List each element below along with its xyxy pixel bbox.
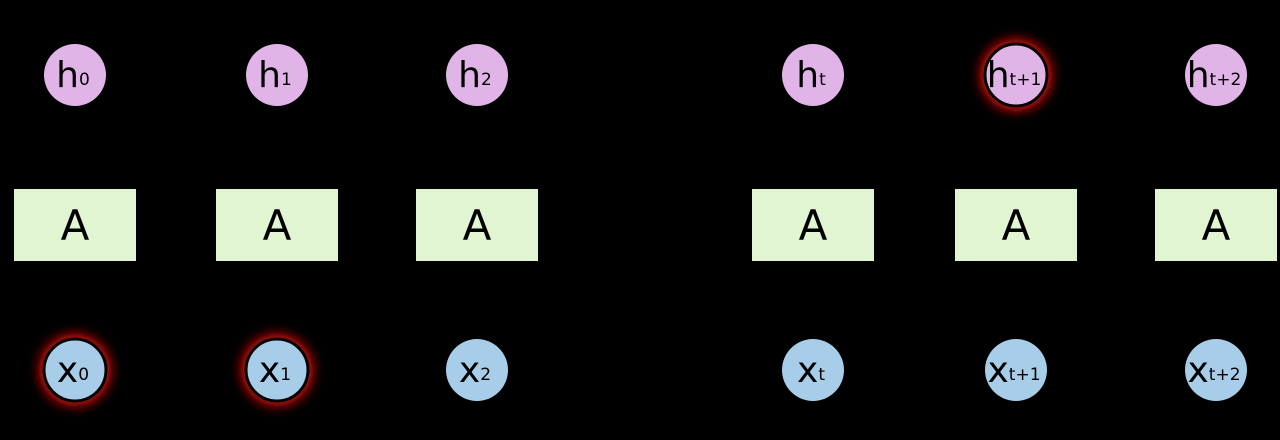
rnn-cell: A (14, 189, 136, 261)
input-label: xt+2 (1187, 350, 1240, 391)
rnn-cell-label: A (463, 201, 492, 250)
hidden-state-label-base: h (56, 55, 79, 96)
hidden-state-label: h0 (56, 55, 90, 96)
input-label: x0 (57, 350, 89, 391)
hidden-state-circle (1185, 44, 1247, 106)
hidden-state-label: h2 (458, 55, 492, 96)
rnn-cell-box (1155, 189, 1277, 261)
input-circle (782, 339, 844, 401)
input-label-base: x (797, 350, 818, 391)
input-node: xt+1 (985, 339, 1047, 401)
input-circle (1185, 339, 1247, 401)
input-node: xt (782, 339, 844, 401)
input-label-subscript: 0 (78, 365, 89, 385)
rnn-cell-box (14, 189, 136, 261)
rnn-cell-label: A (1202, 201, 1231, 250)
hidden-state-label-subscript: t+1 (1010, 70, 1042, 90)
rnn-cell: A (955, 189, 1077, 261)
hidden-state-label-subscript: 0 (79, 70, 90, 90)
input-circle (244, 337, 310, 403)
hidden-state-node: h2 (446, 44, 508, 106)
hidden-state-label-subscript: t+2 (1210, 70, 1242, 90)
input-label-subscript: t+2 (1209, 365, 1241, 385)
input-node: xt+2 (1185, 339, 1247, 401)
input-label: xt (797, 350, 825, 391)
input-label-subscript: 1 (280, 365, 291, 385)
hidden-state-label: ht+1 (987, 55, 1042, 96)
connector-layer (73, 105, 1021, 339)
input-label-base: x (259, 350, 280, 391)
hidden-state-label-base: h (796, 55, 819, 96)
hidden-state-node: h1 (246, 44, 308, 106)
input-label: x2 (459, 350, 491, 391)
hidden-state-node: ht (782, 44, 844, 106)
hidden-state-circle (983, 42, 1049, 108)
rnn-cell-box (955, 189, 1077, 261)
rnn-cell-box (416, 189, 538, 261)
hidden-state-label-base: h (458, 55, 481, 96)
input-label-base: x (57, 350, 78, 391)
input-label-base: x (1187, 350, 1208, 391)
hidden-state-circle (246, 44, 308, 106)
input-label-base: x (459, 350, 480, 391)
input-label-subscript: t (818, 365, 825, 385)
input-node: x0 (42, 337, 108, 403)
hidden-state-label-base: h (1187, 55, 1210, 96)
input-circle (42, 337, 108, 403)
input-circle (446, 339, 508, 401)
hidden-state-label-subscript: t (819, 70, 826, 90)
rnn-cell-label: A (61, 201, 90, 250)
hidden-state-circle (782, 44, 844, 106)
rnn-cell-box (216, 189, 338, 261)
hidden-state-node: ht+1 (983, 42, 1049, 108)
rnn-cell: A (416, 189, 538, 261)
hidden-state-node: ht+2 (1185, 44, 1247, 106)
rnn-cell-label: A (1002, 201, 1031, 250)
input-node: x2 (446, 339, 508, 401)
rnn-cell: A (752, 189, 874, 261)
hidden-state-label: ht+2 (1187, 55, 1242, 96)
input-circle (985, 339, 1047, 401)
input-label: x1 (259, 350, 291, 391)
input-label-subscript: 2 (480, 365, 491, 385)
input-node: x1 (244, 337, 310, 403)
input-label-subscript: t+1 (1009, 365, 1041, 385)
hidden-state-node: h0 (44, 44, 106, 106)
input-label-base: x (987, 350, 1008, 391)
hidden-state-label-subscript: 2 (481, 70, 492, 90)
hidden-state-label-base: h (987, 55, 1010, 96)
rnn-cell: A (1155, 189, 1277, 261)
rnn-cell-label: A (799, 201, 828, 250)
hidden-state-label-subscript: 1 (281, 70, 292, 90)
hidden-state-label: h1 (258, 55, 292, 96)
hidden-state-circle (44, 44, 106, 106)
rnn-cell-box (752, 189, 874, 261)
input-label: xt+1 (987, 350, 1040, 391)
hidden-state-label-base: h (258, 55, 281, 96)
hidden-state-circle (446, 44, 508, 106)
rnn-cell-label: A (263, 201, 292, 250)
hidden-state-label: ht (796, 55, 826, 96)
rnn-cell: A (216, 189, 338, 261)
